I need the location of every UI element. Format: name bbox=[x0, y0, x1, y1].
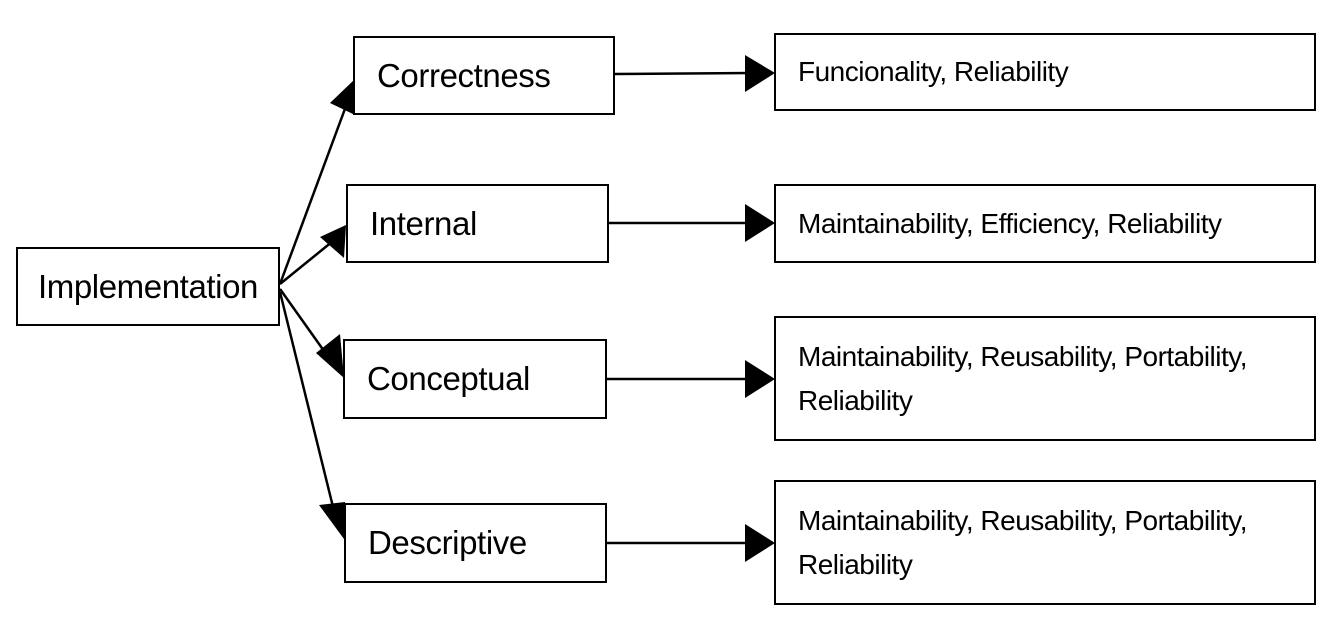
node-correctness: Correctness bbox=[353, 36, 615, 115]
node-implementation: Implementation bbox=[16, 247, 280, 326]
node-implementation-label: Implementation bbox=[37, 267, 259, 305]
arrow-line-root-to-descriptive bbox=[278, 291, 336, 512]
node-correctness-result-text: Funcionality, Reliability bbox=[798, 56, 1069, 87]
node-conceptual: Conceptual bbox=[343, 339, 607, 419]
arrowhead-internal-result bbox=[745, 204, 775, 242]
node-internal: Internal bbox=[346, 184, 609, 263]
arrow-line-root-to-conceptual bbox=[278, 288, 331, 359]
arrow-line-root-to-internal bbox=[279, 240, 334, 285]
node-descriptive-result: Maintainability, Reusability, Portabilit… bbox=[774, 480, 1316, 605]
node-conceptual-result: Maintainability, Reusability, Portabilit… bbox=[774, 316, 1316, 441]
arrowhead-internal bbox=[320, 225, 346, 258]
node-conceptual-result-text: Maintainability, Reusability, Portabilit… bbox=[798, 340, 1247, 416]
arrowhead-conceptual-result bbox=[745, 360, 775, 398]
node-internal-result-text: Maintainability, Efficiency, Reliability bbox=[798, 207, 1222, 239]
node-conceptual-label: Conceptual bbox=[367, 360, 530, 397]
node-descriptive-result-text: Maintainability, Reusability, Portabilit… bbox=[798, 504, 1247, 580]
arrow-line-correctness-to-result bbox=[613, 71, 753, 76]
node-internal-label: Internal bbox=[370, 204, 477, 242]
arrowhead-descriptive-result bbox=[745, 524, 775, 562]
arrowhead-descriptive bbox=[319, 502, 345, 539]
arrowhead-conceptual bbox=[316, 334, 344, 378]
arrow-line-root-to-correctness bbox=[278, 97, 351, 285]
node-correctness-label: Correctness bbox=[377, 56, 551, 94]
node-internal-result: Maintainability, Efficiency, Reliability bbox=[774, 184, 1316, 263]
arrowhead-correctness bbox=[330, 79, 355, 114]
node-descriptive: Descriptive bbox=[344, 503, 607, 583]
node-descriptive-label: Descriptive bbox=[368, 524, 527, 561]
node-correctness-result: Funcionality, Reliability bbox=[774, 33, 1316, 111]
arrowhead-correctness-result bbox=[745, 55, 775, 92]
